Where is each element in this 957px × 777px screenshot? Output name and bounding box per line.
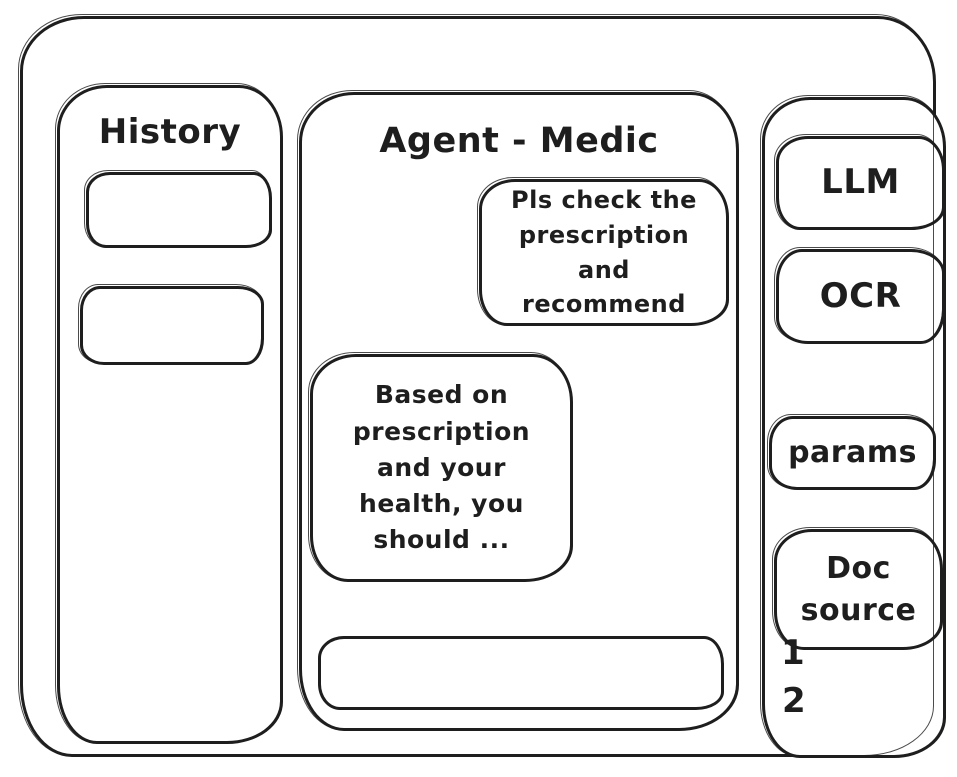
history-item[interactable]	[78, 284, 264, 365]
chat-panel: Agent - Medic Pls check the prescription…	[297, 90, 739, 731]
params-button[interactable]: params	[767, 414, 936, 490]
doc-source-button[interactable]: Doc source	[772, 527, 943, 650]
chat-message-user-text: Pls check the prescription and recommend	[511, 185, 697, 319]
ocr-button[interactable]: OCR	[774, 247, 945, 344]
ocr-button-label: OCR	[819, 275, 902, 316]
history-item[interactable]	[84, 170, 272, 248]
chat-message-assistant: Based on prescription and your health, y…	[308, 352, 573, 582]
llm-button[interactable]: LLM	[774, 134, 945, 230]
tools-panel: LLM OCR params Doc source 1 2	[760, 95, 946, 758]
chat-panel-title: Agent - Medic	[379, 121, 659, 161]
doc-source-item-1[interactable]: 1	[781, 633, 805, 673]
chat-message-assistant-text: Based on prescription and your health, y…	[352, 380, 531, 555]
chat-message-user: Pls check the prescription and recommend	[477, 177, 729, 326]
doc-source-item-2[interactable]: 2	[782, 681, 806, 721]
llm-button-label: LLM	[821, 162, 900, 203]
doc-source-button-label: Doc source	[800, 550, 917, 628]
history-panel-title: History	[98, 112, 242, 152]
chat-input[interactable]	[318, 636, 724, 710]
app-window: History Agent - Medic Pls check the pres…	[18, 14, 946, 758]
params-button-label: params	[788, 435, 917, 470]
history-panel: History	[55, 83, 283, 744]
